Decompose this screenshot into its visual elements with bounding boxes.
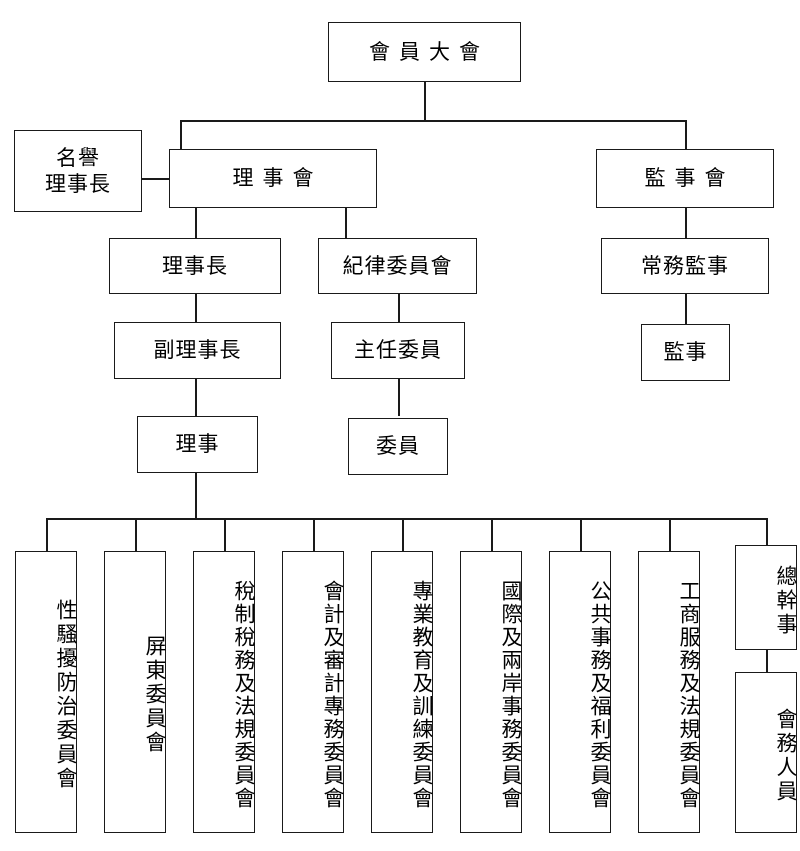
node-board-of-supervisors[interactable]: 監事會 bbox=[596, 149, 774, 208]
node-committee-3[interactable]: 稅制稅務及法規委員會 bbox=[193, 551, 256, 833]
connector-bus-drop-3 bbox=[224, 518, 226, 551]
connector-standing-to-supervisor bbox=[685, 294, 687, 324]
connector-bus-drop-1 bbox=[46, 518, 48, 551]
connector-bus-to-board bbox=[180, 120, 182, 149]
connector-vice-to-director bbox=[195, 379, 197, 416]
connector-board-to-chairman bbox=[195, 208, 197, 238]
node-vice-chairman[interactable]: 副理事長 bbox=[114, 322, 281, 379]
node-committee-4[interactable]: 會計及審計專務委員會 bbox=[282, 551, 345, 833]
node-committee-2[interactable]: 屏東委員會 bbox=[104, 551, 167, 833]
connector-assembly-stem bbox=[424, 82, 426, 120]
node-board-of-directors[interactable]: 理事會 bbox=[169, 149, 377, 208]
node-secretary-general[interactable]: 總幹事 bbox=[735, 545, 798, 650]
connector-bus-drop-4 bbox=[313, 518, 315, 551]
node-committee-6[interactable]: 國際及兩岸事務委員會 bbox=[460, 551, 523, 833]
node-committee-member[interactable]: 委員 bbox=[348, 418, 448, 475]
node-supervisor[interactable]: 監事 bbox=[641, 324, 730, 381]
node-administrative-staff[interactable]: 會務人員 bbox=[735, 672, 798, 833]
node-committee-1[interactable]: 性騷擾防治委員會 bbox=[15, 551, 78, 833]
node-discipline-committee[interactable]: 紀律委員會 bbox=[318, 238, 477, 294]
connector-chairman-to-vice bbox=[195, 294, 197, 322]
connector-bus-drop-7 bbox=[580, 518, 582, 551]
connector-honorary-to-board bbox=[142, 178, 169, 180]
connector-board-to-discipline bbox=[345, 208, 347, 238]
connector-chair-to-member bbox=[398, 379, 400, 416]
node-committee-7[interactable]: 公共事務及福利委員會 bbox=[549, 551, 612, 833]
connector-secretary-to-staff bbox=[766, 650, 768, 672]
connector-bus-drop-9 bbox=[766, 518, 768, 545]
connector-bus-drop-2 bbox=[135, 518, 137, 551]
node-general-assembly[interactable]: 會員大會 bbox=[328, 22, 521, 82]
connector-assembly-bus bbox=[180, 120, 686, 122]
node-committee-5[interactable]: 專業教育及訓練委員會 bbox=[371, 551, 434, 833]
connector-committee-bus bbox=[46, 518, 766, 520]
connector-bus-drop-8 bbox=[669, 518, 671, 551]
connector-director-stem bbox=[195, 473, 197, 518]
node-chairman[interactable]: 理事長 bbox=[109, 238, 281, 294]
node-committee-8[interactable]: 工商服務及法規委員會 bbox=[638, 551, 701, 833]
connector-supervisors-to-standing bbox=[685, 208, 687, 238]
node-standing-supervisor[interactable]: 常務監事 bbox=[601, 238, 769, 294]
connector-discipline-to-chair bbox=[398, 294, 400, 322]
node-director[interactable]: 理事 bbox=[137, 416, 258, 473]
connector-bus-drop-6 bbox=[491, 518, 493, 551]
connector-bus-drop-5 bbox=[402, 518, 404, 551]
node-honorary-chairman[interactable]: 名譽 理事長 bbox=[14, 130, 142, 212]
node-committee-chair[interactable]: 主任委員 bbox=[331, 322, 465, 379]
connector-bus-to-supervisors bbox=[685, 120, 687, 149]
